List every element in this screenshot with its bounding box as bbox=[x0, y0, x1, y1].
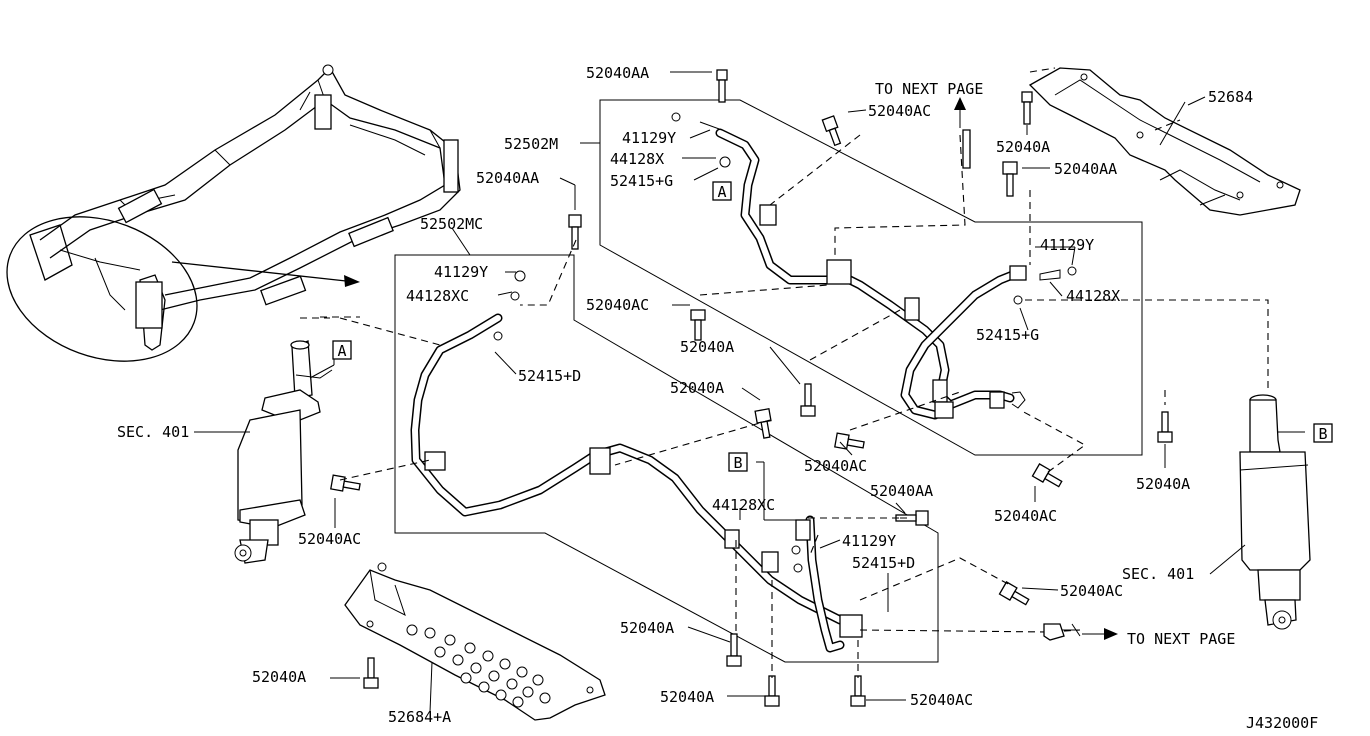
part-label: 52502MC bbox=[420, 215, 483, 233]
bolt-icon bbox=[330, 474, 361, 492]
part-label: 52040A bbox=[670, 379, 724, 397]
part-label: SEC. 401 bbox=[117, 423, 189, 441]
part-label: 44128XC bbox=[712, 496, 775, 514]
bolts bbox=[330, 69, 1173, 707]
part-label: 52040AA bbox=[870, 482, 933, 500]
part-label: 52684+A bbox=[388, 708, 451, 726]
bolt-icon bbox=[834, 432, 865, 450]
svg-text:A: A bbox=[717, 183, 726, 201]
fittings bbox=[954, 97, 1118, 641]
part-label: 52040A bbox=[680, 338, 734, 356]
bolt-icon bbox=[800, 383, 816, 417]
part-label: 44128XC bbox=[406, 287, 469, 305]
part-label: 52684 bbox=[1208, 88, 1253, 106]
part-label: 41129Y bbox=[842, 532, 896, 550]
part-label: 41129Y bbox=[622, 129, 676, 147]
bolt-icon bbox=[821, 115, 842, 147]
bolt-icon bbox=[998, 581, 1030, 606]
callout-a-left: A bbox=[332, 340, 352, 360]
diagram-code: J432000F bbox=[1246, 714, 1318, 732]
bolt-icon bbox=[850, 675, 866, 707]
bolt-icon bbox=[895, 510, 929, 526]
bolt-icon bbox=[1002, 161, 1018, 197]
part-label: 41129Y bbox=[1040, 236, 1094, 254]
part-label: 52040A bbox=[660, 688, 714, 706]
part-label: 52040AA bbox=[476, 169, 539, 187]
part-label: 52415+G bbox=[610, 172, 673, 190]
bolt-icon bbox=[726, 633, 742, 667]
bolt-icon bbox=[568, 214, 582, 250]
part-label: 52415+G bbox=[976, 326, 1039, 344]
part-label: 52040A bbox=[252, 668, 306, 686]
svg-text:B: B bbox=[733, 454, 742, 472]
part-label: 52040A bbox=[620, 619, 674, 637]
part-label: 52415+D bbox=[518, 367, 581, 385]
part-label: 52040AC bbox=[868, 102, 931, 120]
svg-text:A: A bbox=[337, 342, 346, 360]
callout-b-center: B bbox=[728, 452, 748, 472]
part-label: 52415+D bbox=[852, 554, 915, 572]
part-label: 52040A bbox=[1136, 475, 1190, 493]
bracket-52684 bbox=[1028, 67, 1301, 216]
dashed-references bbox=[300, 134, 1269, 678]
part-label: 52040AC bbox=[298, 530, 361, 548]
part-label: 52040AC bbox=[910, 691, 973, 709]
vehicle-frame-overview bbox=[6, 64, 461, 362]
pipe-52502m bbox=[671, 112, 1077, 420]
bolt-icon bbox=[764, 675, 780, 707]
part-label: 44128X bbox=[610, 150, 664, 168]
part-label: TO NEXT PAGE bbox=[875, 80, 983, 98]
part-label: 52502M bbox=[504, 135, 558, 153]
bolt-icon bbox=[716, 69, 728, 103]
part-label: 52040AA bbox=[586, 64, 649, 82]
part-label: 52040A bbox=[996, 138, 1050, 156]
part-label: SEC. 401 bbox=[1122, 565, 1194, 583]
part-label: 41129Y bbox=[434, 263, 488, 281]
bolt-icon bbox=[1031, 463, 1063, 488]
part-label: 52040AC bbox=[586, 296, 649, 314]
bolt-icon bbox=[690, 309, 706, 341]
callout-b-right: B bbox=[1313, 423, 1333, 443]
part-label: 52040AC bbox=[1060, 582, 1123, 600]
skid-plate-52684-a bbox=[344, 562, 606, 721]
bolt-icon bbox=[363, 657, 379, 689]
part-labels: 52040AA TO NEXT PAGE 52040AC 52684 41129… bbox=[117, 64, 1318, 732]
bolt-icon bbox=[1021, 91, 1033, 125]
assembly-frames bbox=[394, 99, 1143, 663]
part-label: 52040AC bbox=[804, 457, 867, 475]
right-shock-absorber bbox=[1239, 394, 1311, 630]
bolt-icon bbox=[1157, 411, 1173, 443]
left-shock-absorber bbox=[234, 340, 333, 564]
callout-a-upper: A bbox=[712, 181, 732, 201]
part-label: 44128X bbox=[1066, 287, 1120, 305]
part-label: 52040AC bbox=[994, 507, 1057, 525]
part-label: TO NEXT PAGE bbox=[1127, 630, 1235, 648]
svg-text:B: B bbox=[1318, 425, 1327, 443]
pipe-52502mc bbox=[410, 270, 863, 653]
part-label: 52040AA bbox=[1054, 160, 1117, 178]
